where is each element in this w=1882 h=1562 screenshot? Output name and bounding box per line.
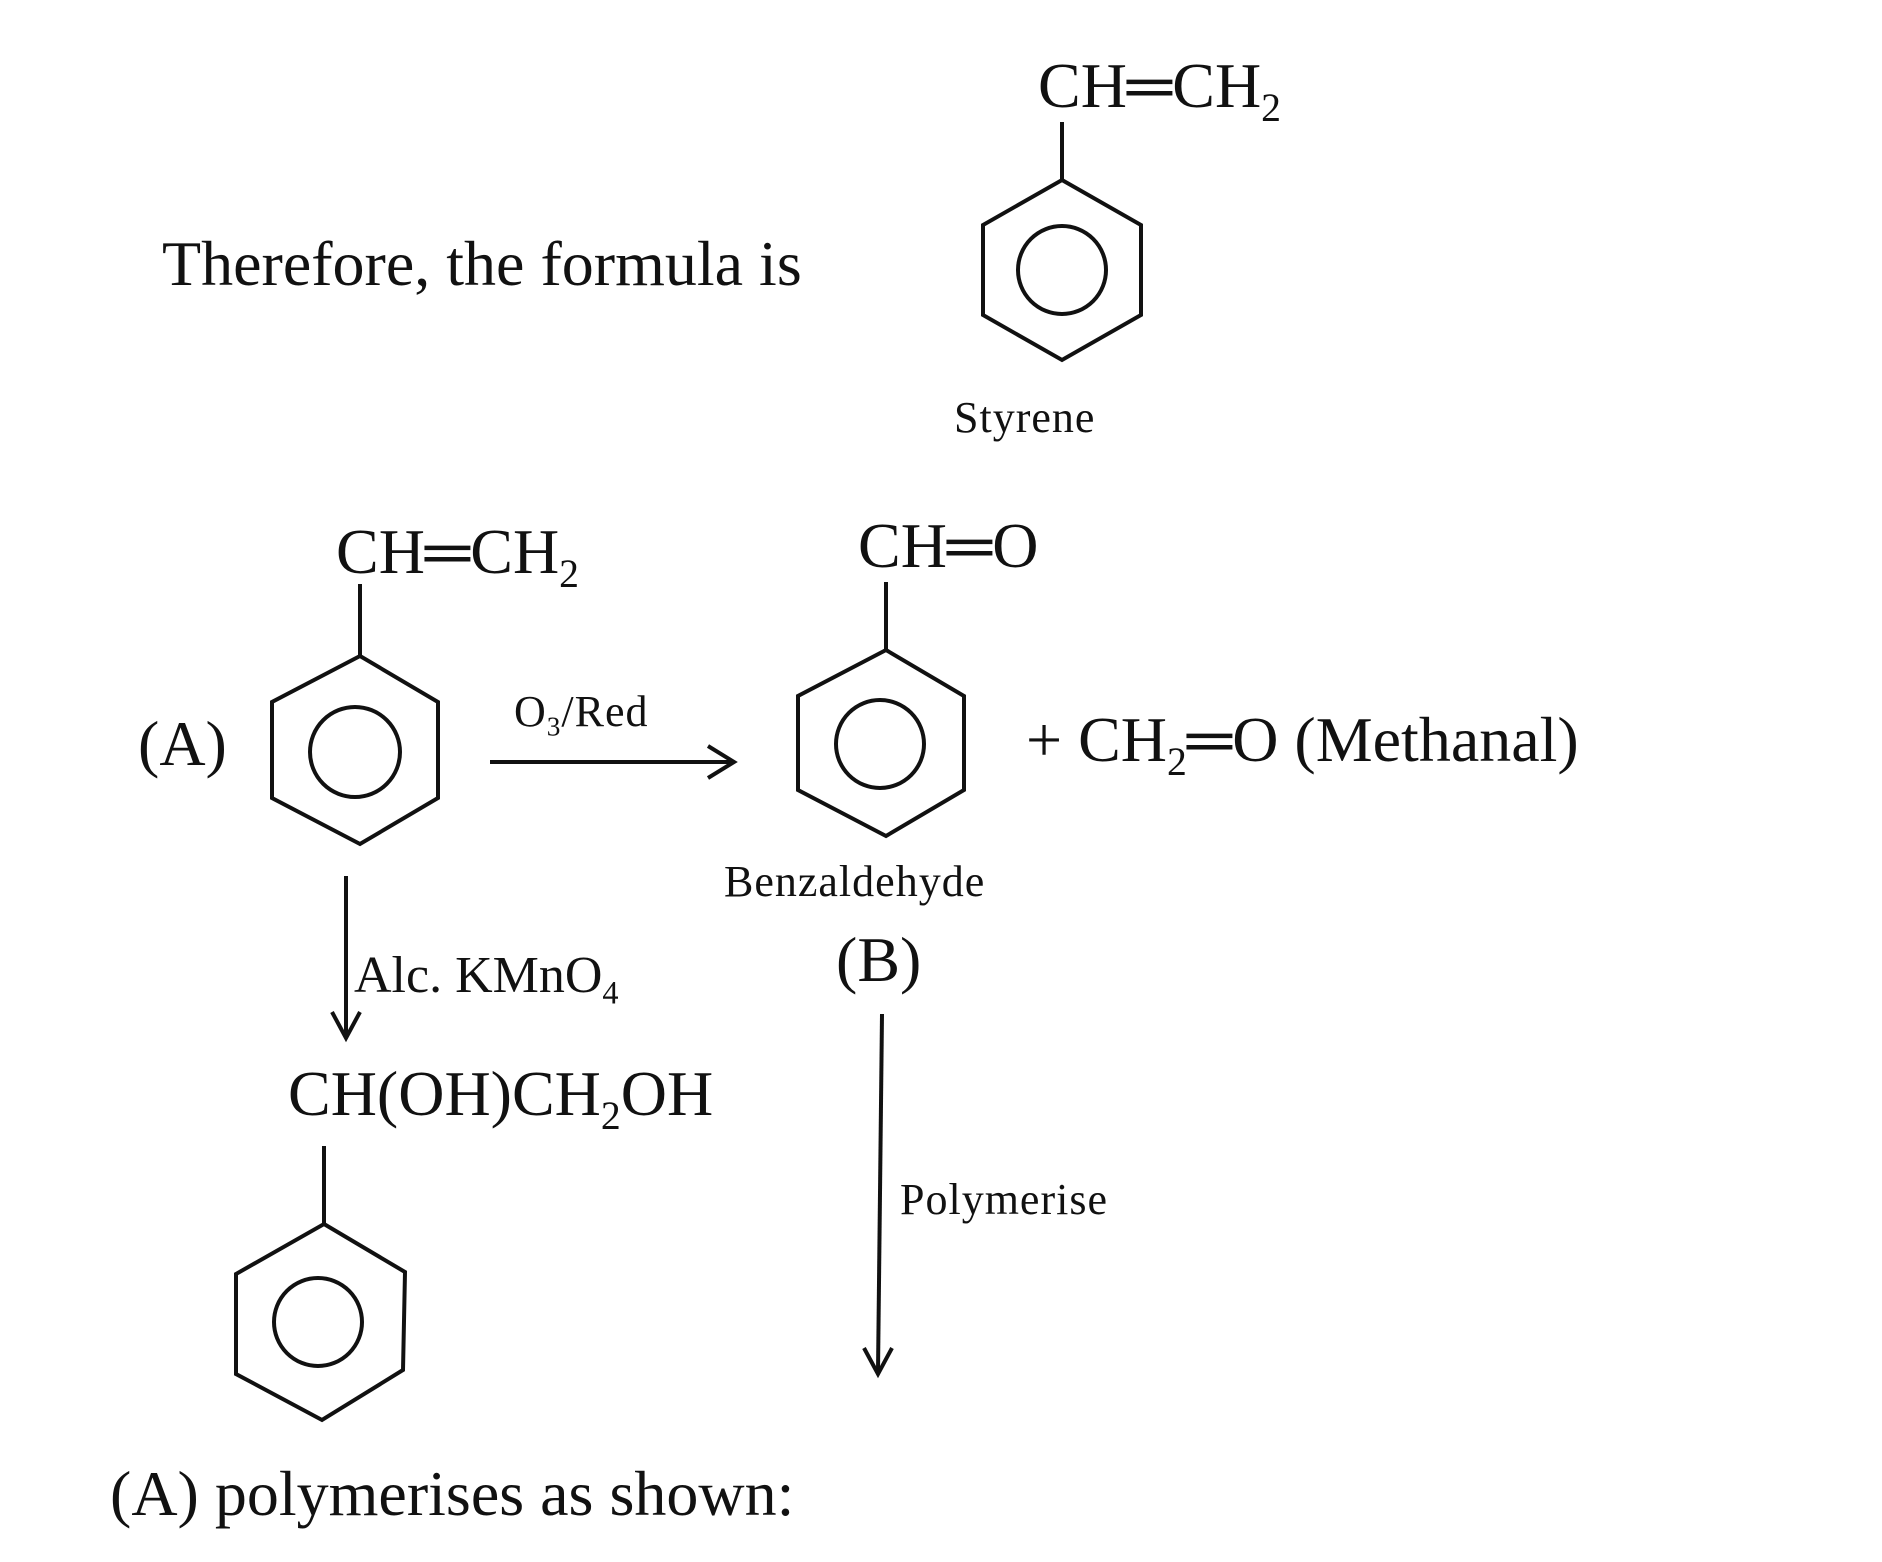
- benzene-ring: [234, 1221, 408, 1423]
- formula-text: /Red: [561, 687, 649, 736]
- coproduct: + CH2═O (Methanal): [1026, 708, 1579, 783]
- subscript: 2: [559, 551, 579, 596]
- intro-text: Therefore, the formula is: [162, 228, 802, 299]
- kmno4-reagent: Alc. KMnO4: [354, 950, 619, 1009]
- arrowhead: [862, 1347, 894, 1379]
- arrowhead: [330, 1011, 362, 1043]
- formula-text: ═O (Methanal): [1186, 704, 1579, 775]
- subscript: 2: [600, 1093, 621, 1138]
- aromatic-circle: [308, 705, 402, 799]
- formula-text: O: [514, 687, 547, 736]
- formula-text: OH: [620, 1058, 714, 1129]
- formula-text: CH═CH: [336, 516, 560, 587]
- b-substituent: CH═O: [858, 510, 1039, 581]
- b-name: Benzaldehyde: [724, 857, 986, 906]
- b-label: (B): [836, 924, 922, 995]
- formula-text: CH═CH: [1038, 50, 1262, 121]
- benzene-ring: [796, 647, 966, 839]
- aromatic-circle: [1016, 224, 1108, 316]
- styrene-label: Styrene: [954, 393, 1096, 442]
- styrene-substituent: CH═CH2: [1038, 54, 1281, 129]
- aromatic-circle: [272, 1276, 364, 1368]
- reaction-arrow: [876, 1013, 884, 1373]
- subscript: 4: [602, 974, 619, 1011]
- a-substituent: CH═CH2: [336, 520, 579, 595]
- formula-text: CH(OH)CH: [288, 1058, 601, 1129]
- ozonolysis-reagent: O3/Red: [514, 690, 649, 741]
- formula-text: Alc. KMnO: [354, 947, 603, 1004]
- footer-text: (A) polymerises as shown:: [110, 1458, 795, 1529]
- polymerise-label: Polymerise: [900, 1175, 1108, 1224]
- subscript: 3: [546, 711, 562, 742]
- arrowhead: [706, 744, 738, 780]
- a-label: (A): [138, 708, 227, 779]
- subscript: 2: [1167, 739, 1187, 784]
- diol-substituent: CH(OH)CH2OH: [288, 1062, 713, 1137]
- benzene-ring: [270, 653, 440, 847]
- benzene-ring: [981, 177, 1143, 363]
- aromatic-circle: [834, 698, 926, 790]
- subscript: 2: [1261, 85, 1281, 130]
- formula-text: + CH: [1026, 704, 1167, 775]
